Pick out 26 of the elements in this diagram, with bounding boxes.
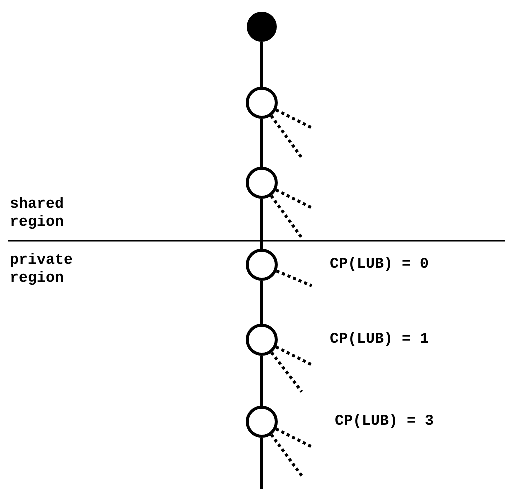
- dotted-line: [270, 195, 304, 239]
- filled-circle: [247, 12, 277, 42]
- dotted-line: [276, 270, 313, 288]
- open-circle: [246, 249, 278, 281]
- connector-line: [260, 356, 264, 406]
- dotted-line: [276, 108, 313, 130]
- value-label: CP(LUB) = 0: [330, 256, 430, 274]
- dotted-line: [276, 188, 313, 210]
- open-circle: [246, 87, 278, 119]
- region-label: private region: [10, 252, 74, 288]
- region-label: shared region: [10, 196, 66, 232]
- dotted-line: [270, 434, 304, 477]
- open-circle: [246, 167, 278, 199]
- value-label: CP(LUB) = 3: [335, 413, 434, 431]
- dotted-line: [270, 115, 304, 159]
- connector-line: [260, 119, 264, 167]
- dotted-line: [270, 352, 304, 393]
- connector-line: [260, 438, 264, 489]
- open-circle: [246, 324, 278, 356]
- connector-line: [260, 42, 264, 87]
- dotted-line: [276, 346, 313, 366]
- dotted-line: [276, 428, 313, 448]
- open-circle: [246, 406, 278, 438]
- connector-line: [260, 281, 264, 324]
- connector-line: [260, 199, 264, 249]
- value-label: CP(LUB) = 1: [330, 331, 430, 349]
